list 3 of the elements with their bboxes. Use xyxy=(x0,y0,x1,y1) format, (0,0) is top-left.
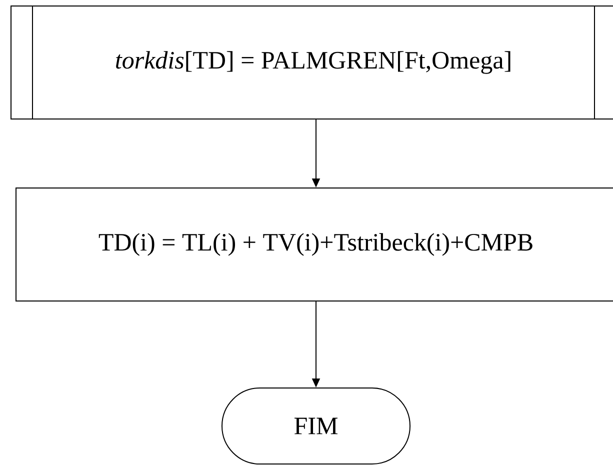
process-box: TD(i) = TL(i) + TV(i)+Tstribeck(i)+CMPB xyxy=(16,188,613,302)
terminal-box: FIM xyxy=(222,388,410,464)
subroutine-box: torkdis[TD] = PALMGREN[Ft,Omega] xyxy=(10,5,613,120)
